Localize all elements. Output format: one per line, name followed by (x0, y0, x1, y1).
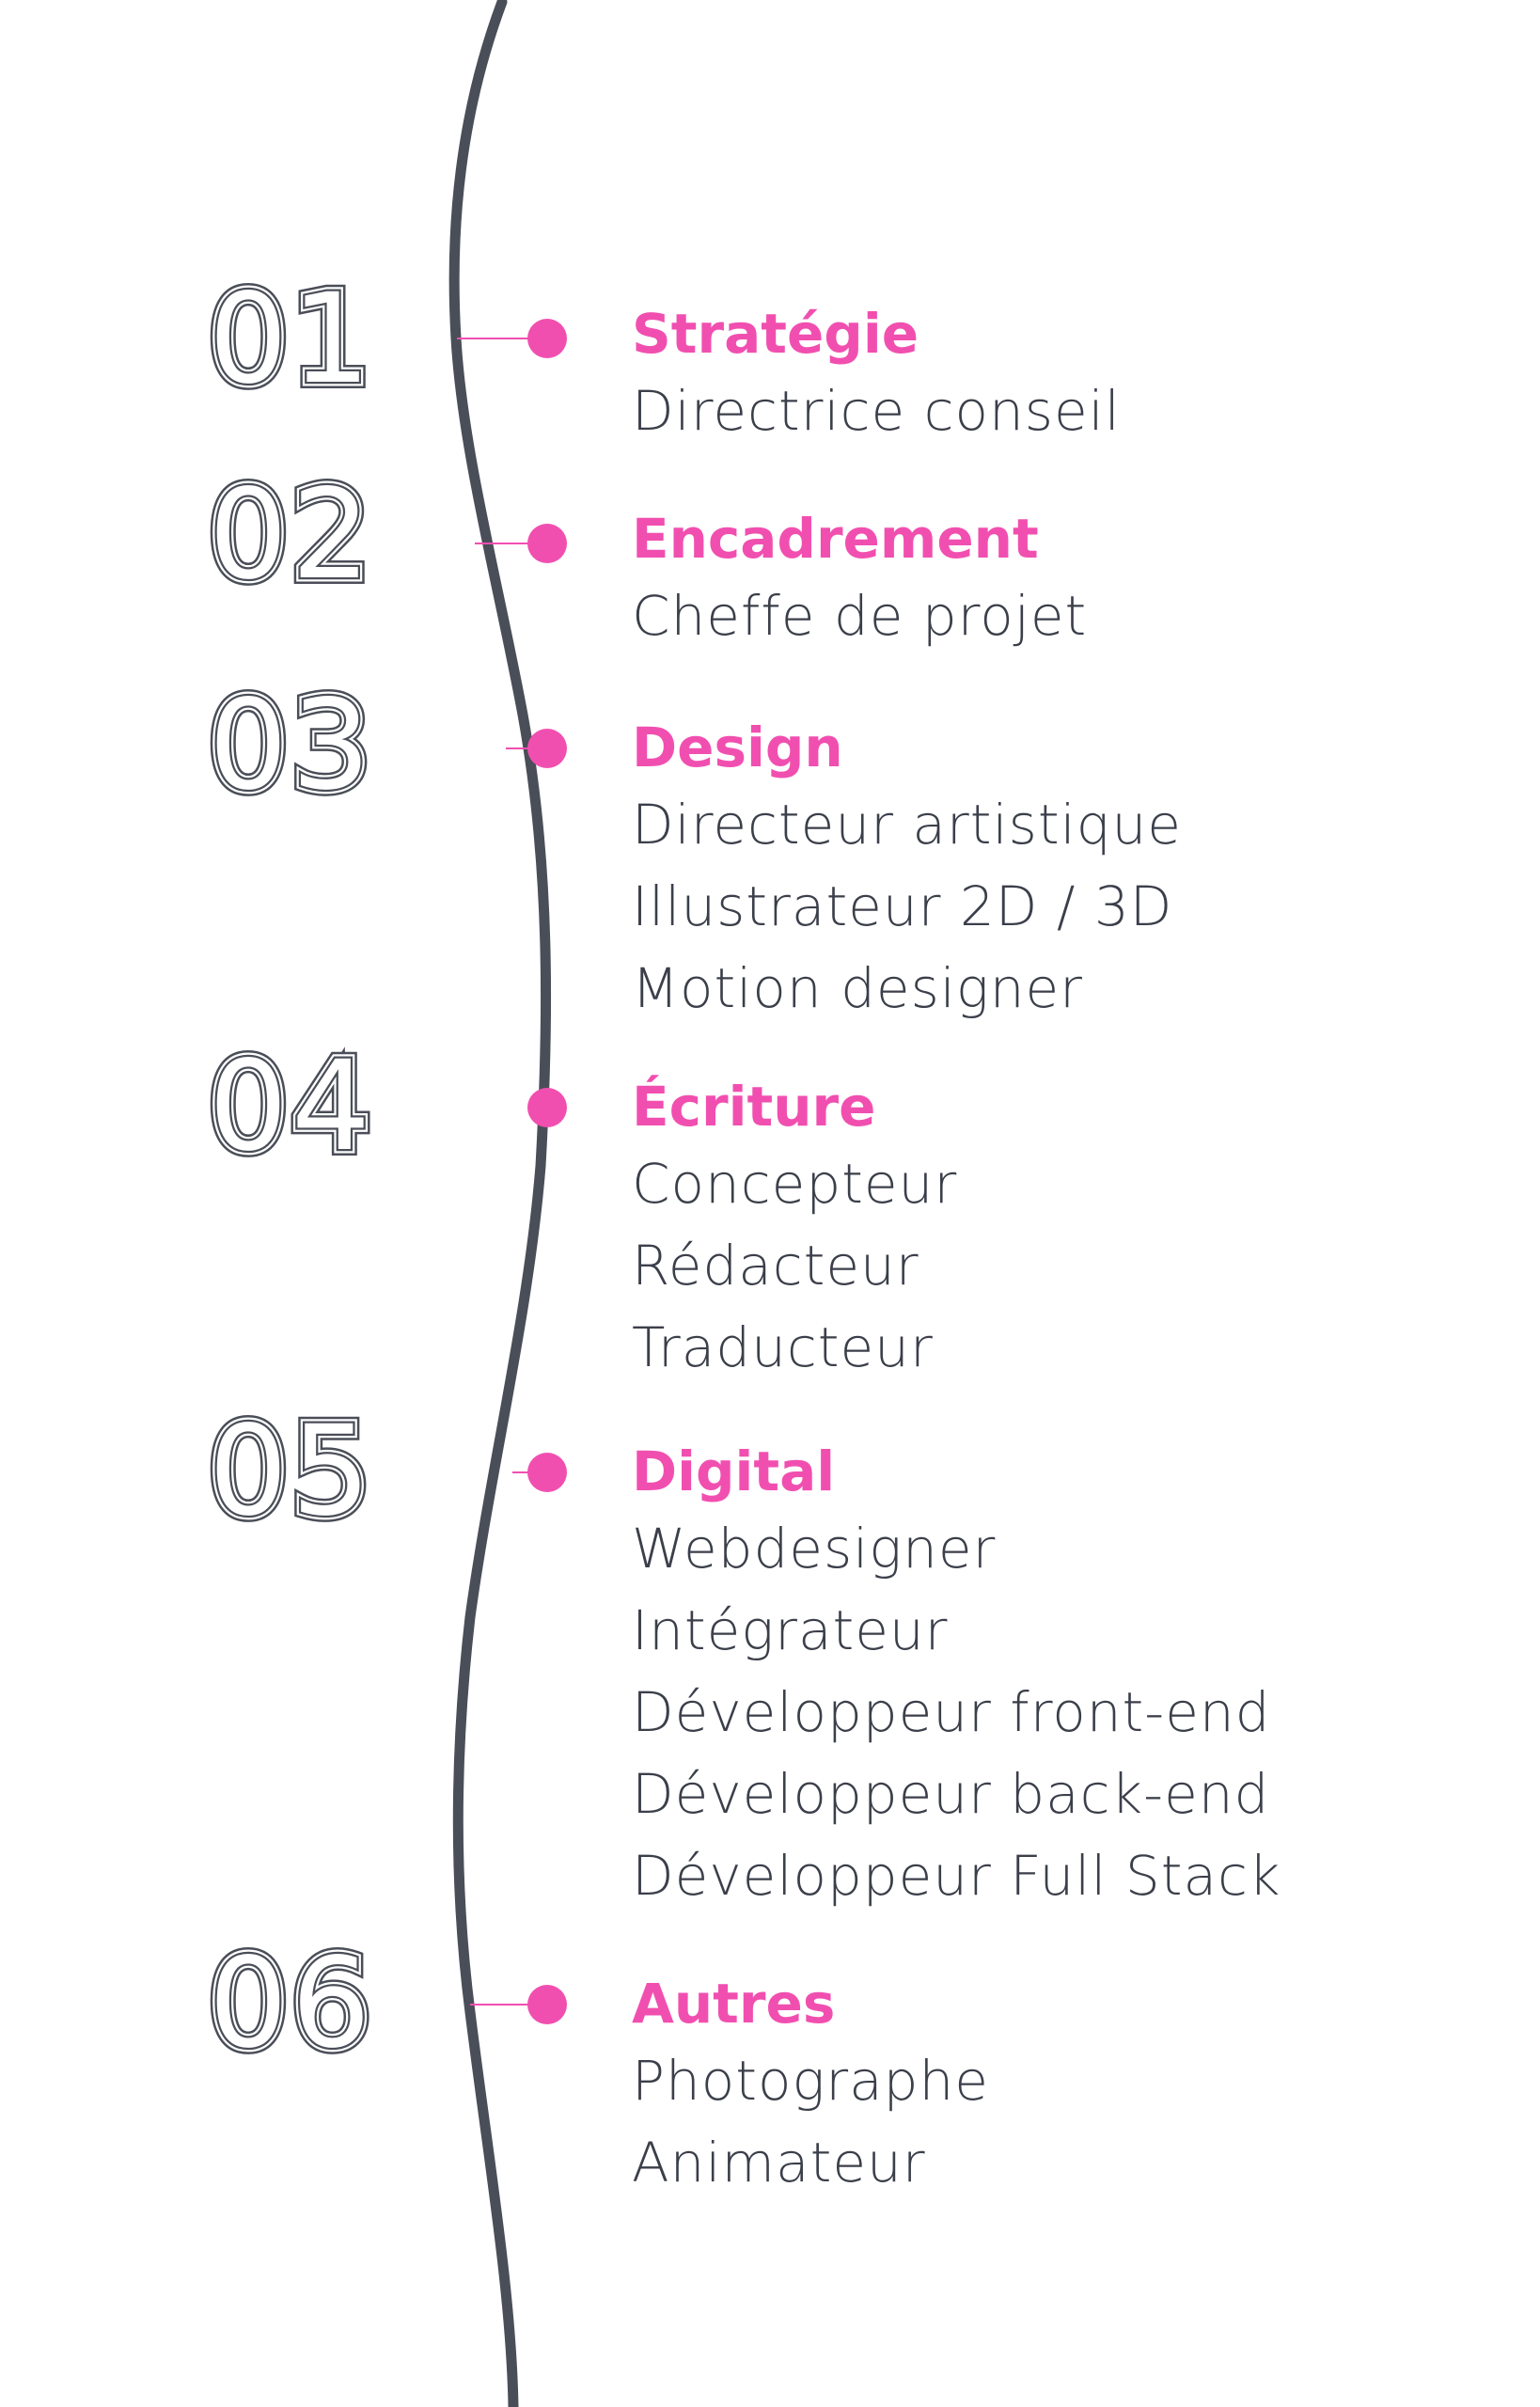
role-list: Cheffe de projet (632, 575, 1478, 657)
step-dot-6 (527, 1985, 567, 2024)
step-title: Encadrement (632, 507, 1039, 571)
step-title: Stratégie (632, 302, 919, 366)
step-title: Design (632, 716, 843, 779)
timeline-curve (448, 0, 552, 2407)
role-item: Rédacteur (632, 1234, 919, 1298)
svg-text:06: 06 (209, 1931, 374, 2076)
svg-text:02: 02 (209, 463, 374, 607)
step-marker-1 (457, 319, 567, 358)
step-marker-3 (506, 729, 567, 768)
svg-text:04: 04 (209, 1034, 374, 1179)
role-list: Concepteur Rédacteur Traducteur (632, 1143, 1478, 1389)
role-list: Directeur artistique Illustrateur 2D / 3… (632, 784, 1478, 1030)
svg-text:03: 03 (209, 673, 374, 818)
svg-text:05: 05 (209, 1399, 374, 1544)
step-dot-1 (527, 319, 567, 358)
svg-text:01: 01 (209, 267, 374, 412)
step-content-4: Écriture Concepteur Rédacteur Traducteur (632, 1070, 1478, 1389)
svg-text:04: 04 (209, 1034, 374, 1179)
step-number-1: 01 01 01 01 (202, 260, 416, 418)
svg-text:01: 01 (209, 267, 374, 412)
step-marker-2 (475, 524, 567, 563)
step-number-4: 04 04 04 04 (202, 1028, 416, 1186)
step-dot-4 (527, 1088, 567, 1127)
svg-text:02: 02 (209, 463, 374, 607)
svg-text:03: 03 (209, 673, 374, 818)
step-title: Autres (632, 1972, 836, 2036)
role-item: Intégrateur (632, 1598, 949, 1662)
step-title: Écriture (632, 1075, 876, 1139)
step-dot-2 (527, 524, 567, 563)
role-item: Concepteur (632, 1152, 958, 1216)
role-item: Animateur (632, 2131, 926, 2195)
role-item: Traducteur (632, 1315, 934, 1379)
step-title: Digital (632, 1439, 836, 1503)
svg-text:05: 05 (209, 1399, 374, 1544)
role-list: Photographe Animateur (632, 2040, 1478, 2204)
svg-text:02: 02 (209, 463, 374, 607)
step-dot-3 (527, 729, 567, 768)
svg-text:01: 01 (209, 267, 374, 412)
step-marker-4 (527, 1088, 567, 1127)
svg-text:05: 05 (209, 1399, 374, 1544)
step-content-2: Encadrement Cheffe de projet (632, 502, 1478, 657)
step-number-3: 03 03 03 03 (202, 667, 416, 825)
step-content-3: Design Directeur artistique Illustrateur… (632, 711, 1478, 1030)
step-number-2: 02 02 02 02 (202, 456, 416, 614)
svg-text:01: 01 (209, 267, 374, 412)
svg-text:06: 06 (209, 1931, 374, 2076)
svg-text:02: 02 (209, 463, 374, 607)
role-item: Développeur front-end (632, 1680, 1271, 1744)
step-dot-5 (527, 1453, 567, 1492)
role-item: Cheffe de projet (632, 584, 1088, 648)
role-item: Motion designer (632, 956, 1083, 1020)
svg-text:03: 03 (209, 673, 374, 818)
svg-text:04: 04 (209, 1034, 374, 1179)
step-content-1: Stratégie Directrice conseil (632, 297, 1478, 452)
role-list: Directrice conseil (632, 370, 1478, 452)
svg-text:03: 03 (209, 673, 374, 818)
svg-text:04: 04 (209, 1034, 374, 1179)
step-number-5: 05 05 05 05 (202, 1392, 416, 1550)
step-marker-6 (470, 1985, 567, 2024)
role-item: Directeur artistique (632, 793, 1182, 857)
svg-text:05: 05 (209, 1399, 374, 1544)
step-content-5: Digital Webdesigner Intégrateur Développ… (632, 1435, 1478, 1917)
role-list: Webdesigner Intégrateur Développeur fron… (632, 1508, 1478, 1917)
role-item: Développeur back-end (632, 1762, 1270, 1826)
role-item: Photographe (632, 2049, 989, 2113)
svg-text:06: 06 (209, 1931, 374, 2076)
step-marker-5 (512, 1453, 567, 1492)
svg-text:06: 06 (209, 1931, 374, 2076)
role-item: Développeur Full Stack (632, 1844, 1281, 1908)
role-item: Webdesigner (632, 1517, 997, 1581)
role-item: Illustrateur 2D / 3D (632, 874, 1173, 938)
step-content-6: Autres Photographe Animateur (632, 1967, 1478, 2204)
step-number-6: 06 06 06 06 (202, 1925, 416, 2083)
role-item: Directrice conseil (632, 379, 1121, 443)
